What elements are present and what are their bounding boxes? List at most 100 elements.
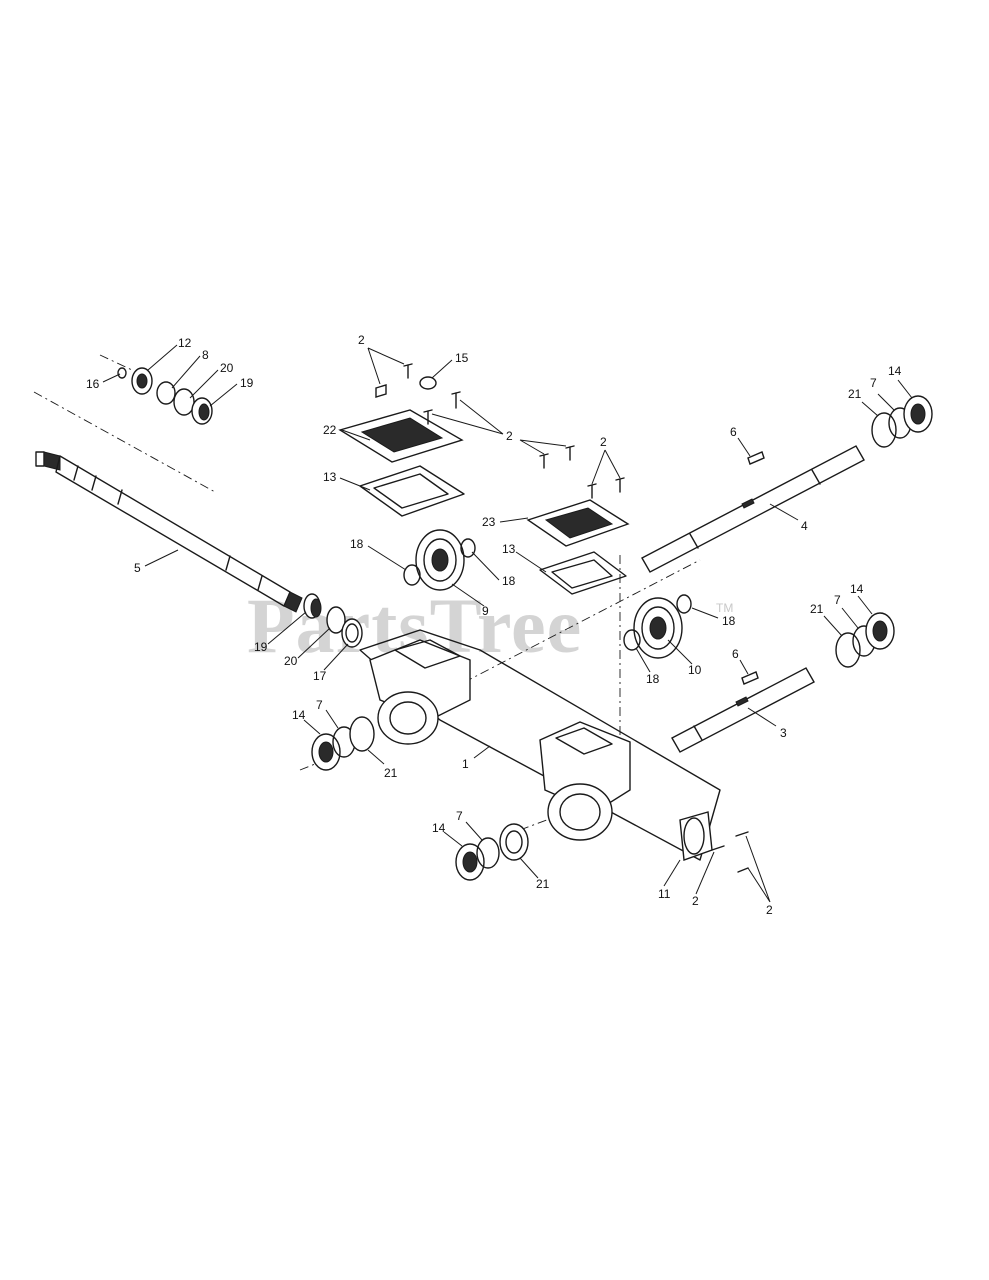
screws-2-end: [711, 831, 749, 873]
leader-18a: [367, 545, 407, 571]
callout-7: 7: [870, 376, 877, 390]
callout-19: 19: [254, 640, 268, 654]
seal-14-ur-core: [910, 403, 926, 425]
shaft-part-4: [641, 445, 865, 573]
axle-bearing-stack: [303, 593, 363, 648]
seal-assembly-upper-right: [871, 395, 933, 448]
leader-20a: [189, 369, 219, 399]
gear-9-mid: [423, 538, 457, 582]
leader-7d: [465, 821, 483, 841]
leader-6a: [737, 437, 751, 457]
watermark-trademark: TM: [716, 601, 733, 615]
leader-19b: [267, 611, 307, 645]
leader-2f: [745, 835, 771, 903]
callout-17: 17: [313, 669, 327, 683]
callout-2: 2: [692, 894, 699, 908]
leader-2b: [431, 399, 504, 435]
callout-7: 7: [834, 593, 841, 607]
callout-20: 20: [284, 654, 298, 668]
centerline-axle: [33, 391, 216, 493]
callout-11: 11: [658, 887, 671, 901]
center-lines: [33, 354, 701, 831]
gasket-13-upper: [359, 465, 465, 517]
seal-7-b: [476, 837, 500, 869]
screw-2-h: [615, 477, 625, 493]
callout-14: 14: [888, 364, 902, 378]
seal-assembly-left: [311, 716, 375, 771]
leader-8: [171, 355, 201, 389]
leader-3: [747, 707, 777, 727]
leader-2e: [695, 851, 715, 895]
gaskets: [359, 465, 627, 595]
end-bracket-part-11: [679, 811, 713, 861]
callout-21: 21: [848, 387, 862, 401]
housing-tube: [359, 629, 721, 861]
plate-12-hole: [136, 373, 148, 389]
centerline-seal-stack: [99, 354, 133, 371]
leader-13a: [339, 477, 371, 491]
gear-9-hub: [431, 548, 449, 572]
leader-14d: [443, 831, 463, 847]
callout-14: 14: [292, 708, 306, 722]
leader-18c: [691, 607, 719, 619]
leader-2c: [519, 439, 567, 455]
leader-14b: [857, 595, 873, 615]
leader-12: [147, 344, 178, 371]
end-bracket-bore: [683, 817, 705, 855]
leader-19a: [209, 383, 238, 407]
callout-19: 19: [240, 376, 254, 390]
leader-20b: [297, 627, 331, 659]
shaft-3-step: [693, 725, 703, 741]
seal-21-l: [349, 716, 375, 752]
screw-2-b: [403, 363, 413, 379]
bearing-19-lower-core: [310, 598, 322, 618]
right-gearbox-bore-inner: [559, 793, 601, 831]
leader-16: [102, 373, 121, 383]
callout-15: 15: [455, 351, 469, 365]
axle-groove: [283, 591, 303, 613]
shaft-3-keyway: [735, 696, 749, 707]
screw-2-g: [587, 483, 597, 499]
callout-18: 18: [502, 574, 516, 588]
screw-2-c: [451, 391, 461, 409]
shaft-4-body: [641, 445, 865, 573]
callout-16: 16: [86, 377, 100, 391]
callout-18: 18: [722, 614, 736, 628]
key-6-lower: [741, 671, 759, 685]
leader-22: [341, 429, 371, 441]
screw-2-d: [423, 409, 433, 425]
screw-2-f: [565, 445, 575, 461]
leader-17: [323, 643, 349, 671]
callout-2: 2: [600, 435, 607, 449]
covers: [338, 409, 630, 547]
callout-1: 1: [462, 757, 469, 771]
centerline-bearing-10: [429, 559, 701, 701]
plug-15: [419, 376, 437, 390]
callout-4: 4: [801, 519, 808, 533]
leader-15: [431, 359, 453, 379]
screw-2-e: [539, 453, 549, 469]
seal-14-l-core: [318, 741, 334, 763]
leader-2a: [367, 347, 405, 385]
leader-13b: [515, 551, 547, 573]
callout-7: 7: [456, 809, 463, 823]
callout-13: 13: [502, 542, 516, 556]
bearing-gear-part-10: [623, 594, 692, 659]
leader-1: [473, 745, 491, 759]
ring-18-upper: [676, 594, 692, 614]
gasket-13-lower: [539, 551, 627, 595]
callout-23: 23: [482, 515, 496, 529]
callout-7: 7: [316, 698, 323, 712]
leader-4: [769, 503, 799, 521]
callout-2: 2: [358, 333, 365, 347]
gasket-13-lower-opening: [551, 559, 613, 589]
leader-21c: [367, 749, 385, 765]
callout-12: 12: [178, 336, 192, 350]
leader-7b: [841, 607, 859, 629]
ring-17-inner: [345, 623, 359, 643]
callout-labels: 12 8 20 19 16 2 15 2 2 22 13 23 13 18 18…: [86, 333, 902, 917]
callout-14: 14: [850, 582, 864, 596]
seal-21-b-inner: [505, 830, 523, 854]
seal-21-b: [499, 823, 529, 861]
